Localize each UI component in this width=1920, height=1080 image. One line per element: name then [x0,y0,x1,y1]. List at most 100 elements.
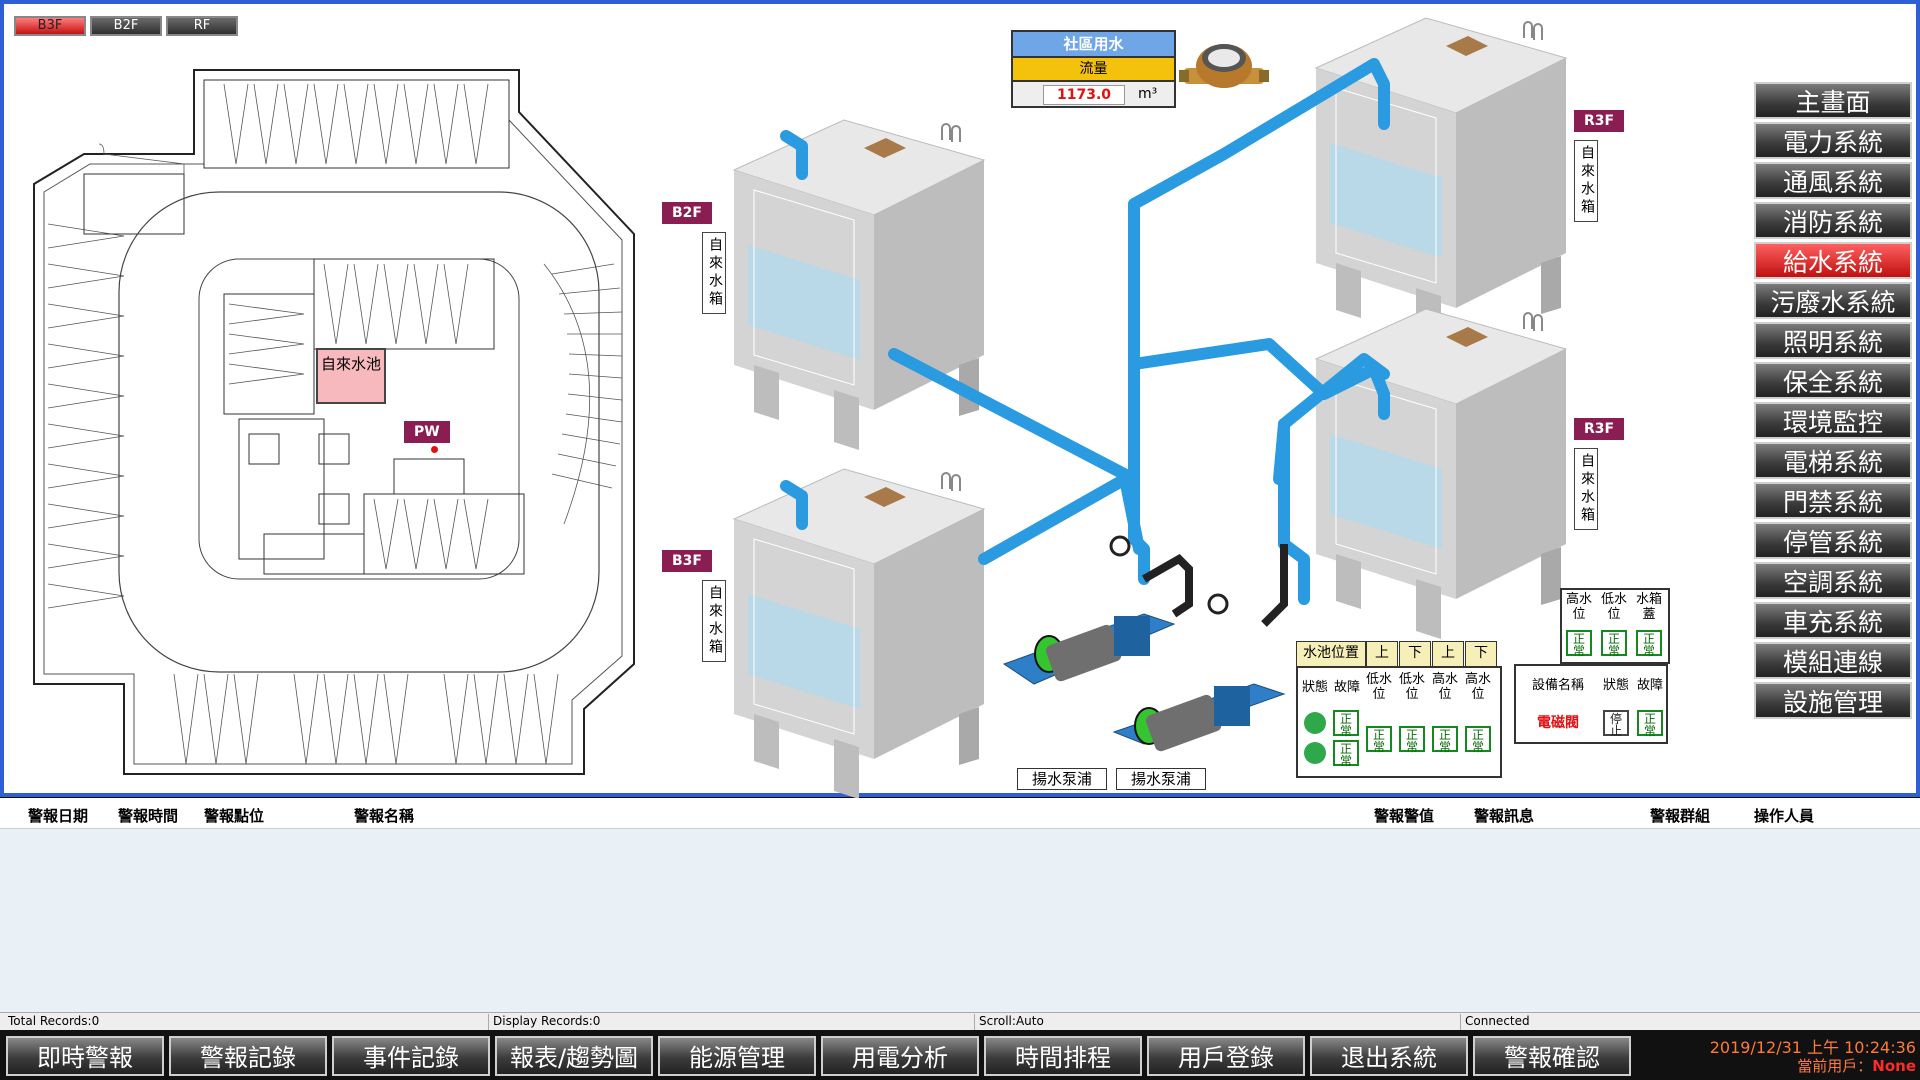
pw-tag: PW [404,421,450,443]
menu-ventilation[interactable]: 通風系統 [1754,162,1912,199]
btn-event-log[interactable]: 事件記錄 [332,1036,490,1076]
menu-main[interactable]: 主畫面 [1754,82,1912,119]
meter-unit: m³ [1138,86,1158,102]
clock-datetime: 2019/12/31 上午 10:24:36 [1709,1038,1916,1057]
menu-hvac[interactable]: 空調系統 [1754,562,1912,599]
menu-lighting[interactable]: 照明系統 [1754,322,1912,359]
pool-fault-header: 故障 [1333,680,1360,695]
menu-security[interactable]: 保全系統 [1754,362,1912,399]
pump-2-fault-status[interactable]: 正常 [1333,740,1359,767]
meter-flow-label: 流量 [1013,58,1174,82]
device-state-header: 狀態 [1602,678,1629,693]
device-status-table: 設備名稱 狀態 故障 電磁閥 停止 正常 [1514,664,1668,744]
pw-point-indicator[interactable] [431,446,438,453]
alarm-col-operator[interactable]: 操作人員 [1754,807,1815,825]
roof-low-level-status[interactable]: 正常 [1601,630,1627,657]
total-records: Total Records:0 [8,1014,100,1028]
solenoid-valve-fault[interactable]: 正常 [1637,710,1663,737]
tank-r3f-lower-tag: R3F [1574,418,1625,440]
tank-r3f-upper-tag: R3F [1574,110,1625,132]
btn-alarm-ack[interactable]: 警報確認 [1473,1036,1631,1076]
status-bar: Total Records:0 Display Records:0 Scroll… [0,1012,1920,1031]
pump-1-status-icon[interactable] [1304,712,1326,734]
alarm-col-date[interactable]: 警報日期 [28,807,89,825]
solenoid-valve-label: 電磁閥 [1537,715,1579,731]
scroll-mode: Scroll:Auto [974,1014,1044,1030]
pool-state-header: 狀態 [1301,680,1328,695]
roof-cover-header: 水箱蓋 [1635,592,1662,622]
pool-high-level-1-header: 高水位 [1431,672,1458,702]
roof-tank-status: 高水位 低水位 水箱蓋 正常 正常 正常 [1560,588,1670,664]
alarm-col-name[interactable]: 警報名稱 [354,807,415,825]
water-system-diagram [733,17,1567,800]
btn-user-login[interactable]: 用戶登錄 [1147,1036,1305,1076]
btn-exit[interactable]: 退出系統 [1310,1036,1468,1076]
menu-elevator[interactable]: 電梯系統 [1754,442,1912,479]
alarm-list[interactable]: 警報日期 警報時間 警報點位 警報名稱 警報警值 警報訊息 警報群組 操作人員 [0,798,1920,1013]
pool-low-level-1-status[interactable]: 正常 [1366,726,1392,753]
tank-b3f-tag: B3F [662,550,712,572]
pool-position-3: 上 [1432,641,1464,667]
connection-status: Connected [1460,1014,1530,1030]
btn-schedule[interactable]: 時間排程 [984,1036,1142,1076]
pump-1-label[interactable]: 揚水泵浦 [1017,768,1107,790]
floor-tab-rf[interactable]: RF [166,16,238,36]
menu-sewage[interactable]: 污廢水系統 [1754,282,1912,319]
pump-2-status-icon[interactable] [1304,742,1326,764]
menu-water-supply[interactable]: 給水系統 [1754,242,1912,279]
pool-position-4: 下 [1465,641,1497,667]
device-name-header: 設備名稱 [1531,678,1584,693]
btn-report-trend[interactable]: 報表/趨勢圖 [495,1036,653,1076]
bottom-toolbar: 即時警報 警報記錄 事件記錄 報表/趨勢圖 能源管理 用電分析 時間排程 用戶登… [0,1030,1920,1080]
tank-b3f-label: 自來水箱 [702,580,726,662]
roof-high-level-status[interactable]: 正常 [1566,630,1592,657]
menu-facility[interactable]: 設施管理 [1754,682,1912,719]
pump-1-fault-status[interactable]: 正常 [1333,710,1359,737]
pool-low-level-1-header: 低水位 [1365,672,1392,702]
device-fault-header: 故障 [1636,678,1663,693]
menu-module-link[interactable]: 模組連線 [1754,642,1912,679]
meter-title: 社區用水 [1013,32,1174,58]
meter-flow-value: 1173.0 [1043,85,1125,105]
current-user-name: None [1872,1057,1916,1075]
alarm-col-value[interactable]: 警報警值 [1374,807,1435,825]
menu-access-control[interactable]: 門禁系統 [1754,482,1912,519]
pool-position-title: 水池位置 [1296,641,1366,667]
roof-high-level-header: 高水位 [1565,592,1592,622]
menu-power[interactable]: 電力系統 [1754,122,1912,159]
solenoid-valve-state[interactable]: 停止 [1603,710,1629,737]
pool-position-1: 上 [1366,641,1398,667]
menu-ev-charging[interactable]: 車充系統 [1754,602,1912,639]
current-user-label: 當前用戶： [1797,1057,1873,1075]
btn-power-analysis[interactable]: 用電分析 [821,1036,979,1076]
alarm-col-message[interactable]: 警報訊息 [1474,807,1535,825]
community-water-meter: 社區用水 流量 1173.0 m³ [1011,30,1176,108]
alarm-header-row: 警報日期 警報時間 警報點位 警報名稱 警報警值 警報訊息 警報群組 操作人員 [0,798,1920,829]
pool-high-level-2-header: 高水位 [1464,672,1491,702]
pump-2-label[interactable]: 揚水泵浦 [1116,768,1206,790]
menu-environment[interactable]: 環境監控 [1754,402,1912,439]
pool-high-level-1-status[interactable]: 正常 [1432,726,1458,753]
btn-energy[interactable]: 能源管理 [658,1036,816,1076]
pool-high-level-2-status[interactable]: 正常 [1465,726,1491,753]
alarm-col-point[interactable]: 警報點位 [204,807,265,825]
water-pool-room[interactable]: 自來水池 [316,348,386,404]
btn-alarm-log[interactable]: 警報記錄 [169,1036,327,1076]
floor-plan [33,69,635,775]
water-meter-icon [1179,44,1269,88]
menu-fire[interactable]: 消防系統 [1754,202,1912,239]
pool-low-level-2-status[interactable]: 正常 [1399,726,1425,753]
pool-position-2: 下 [1399,641,1431,667]
menu-parking[interactable]: 停管系統 [1754,522,1912,559]
btn-realtime-alarm[interactable]: 即時警報 [6,1036,164,1076]
display-records: Display Records:0 [488,1014,600,1030]
tank-r3f-upper-label: 自來水箱 [1574,140,1598,222]
tank-b2f-label: 自來水箱 [702,232,726,314]
roof-cover-status[interactable]: 正常 [1636,630,1662,657]
floor-tab-b3f[interactable]: B3F [14,16,86,36]
floor-tab-b2f[interactable]: B2F [90,16,162,36]
alarm-col-time[interactable]: 警報時間 [118,807,179,825]
tank-b2f-tag: B2F [662,202,712,224]
current-user: 當前用戶：None [1640,1055,1916,1076]
alarm-col-group[interactable]: 警報群組 [1650,807,1711,825]
